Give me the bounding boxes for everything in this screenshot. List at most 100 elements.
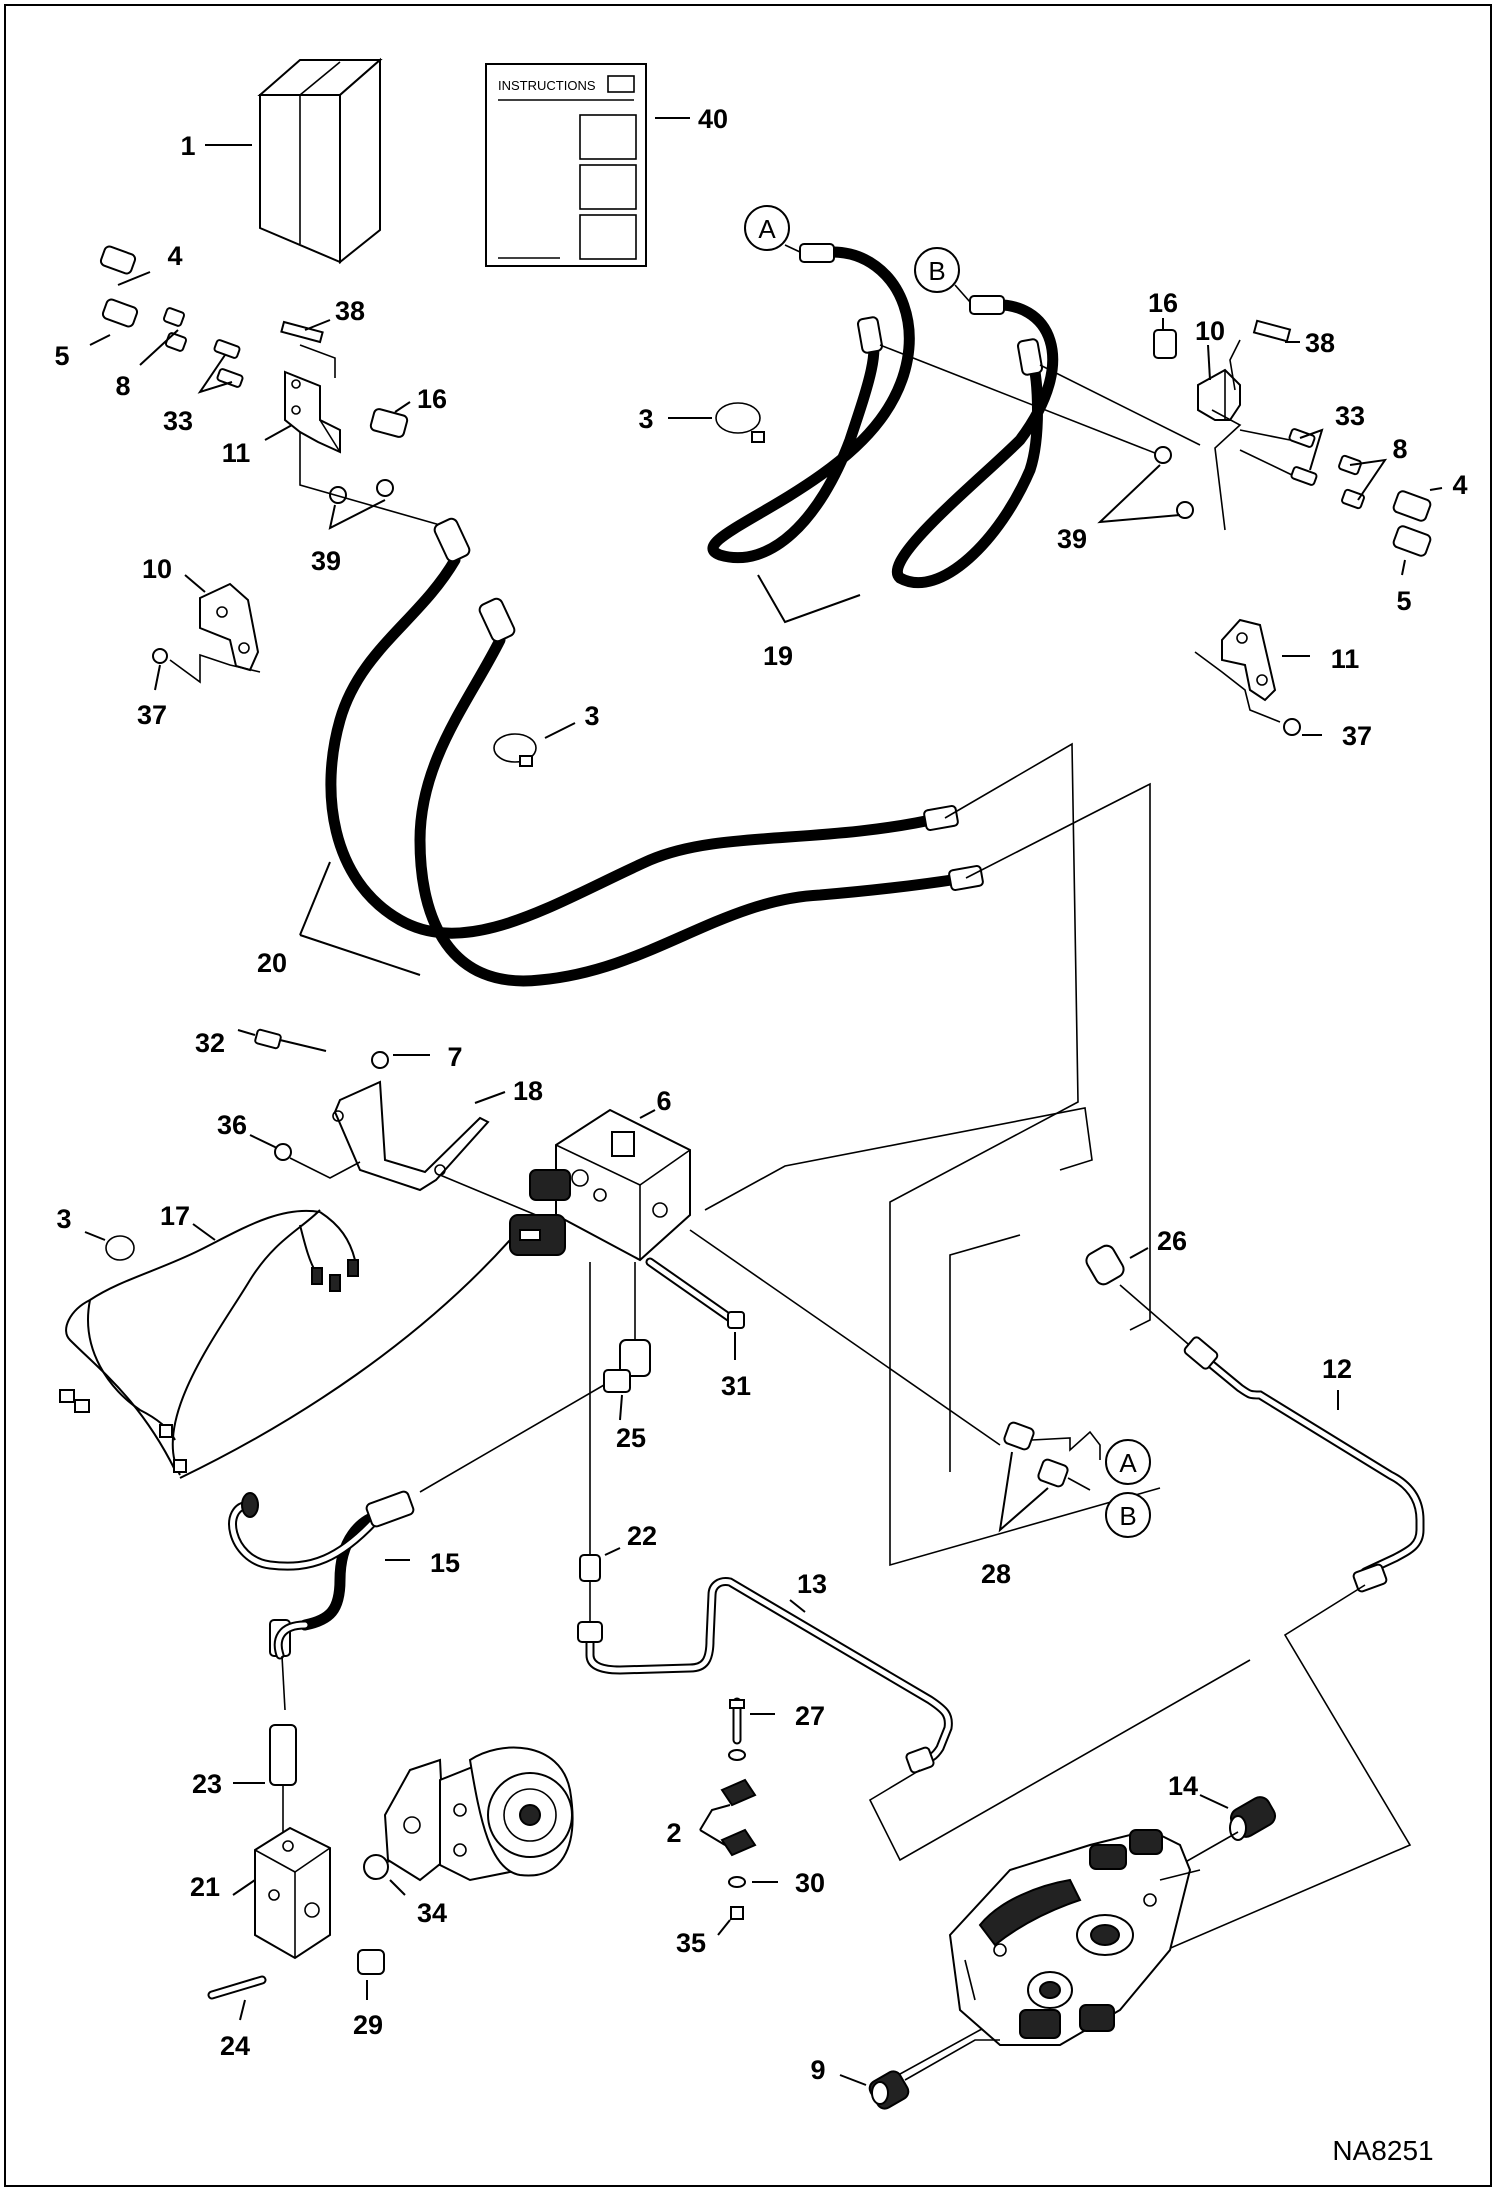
callout-28: 28 — [981, 1559, 1011, 1589]
callout-10-left: 10 — [142, 554, 172, 584]
callout-37-left: 37 — [137, 700, 167, 730]
callout-38-left: 38 — [335, 296, 365, 326]
callout-31: 31 — [721, 1371, 751, 1401]
fitting-22 — [579, 1554, 601, 1582]
hose-15-assembly — [228, 1490, 415, 1660]
clamp-2-top — [720, 1778, 757, 1807]
callout-line-21 — [232, 1879, 256, 1896]
callout-line-16-left — [394, 401, 411, 413]
mount-bracket-18 — [332, 1080, 490, 1192]
instructions-title: INSTRUCTIONS — [498, 78, 596, 93]
callout-2: 2 — [666, 1818, 681, 1848]
hose-line-a — [784, 244, 801, 253]
cable-tie-3-harness — [105, 1235, 135, 1261]
washer-30 — [728, 1876, 746, 1888]
callout-21: 21 — [190, 1872, 220, 1902]
callout-27: 27 — [795, 1701, 825, 1731]
fitting-path-right-b — [1239, 449, 1293, 476]
hydraulic-pump — [948, 1828, 1201, 2046]
valve-to-fittings-line — [689, 1229, 1001, 1446]
nut-39-right-b — [1176, 501, 1194, 519]
wire-harness-17 — [59, 1209, 511, 1479]
callout-line-18 — [474, 1091, 506, 1104]
bolt-37-right — [1283, 718, 1301, 736]
callout-line-20b — [299, 934, 421, 976]
elbow-fitting-25 — [603, 1339, 651, 1393]
callout-38-right: 38 — [1305, 328, 1335, 358]
callout-8-left: 8 — [115, 371, 130, 401]
callout-line-26 — [1129, 1247, 1149, 1259]
fitting-26 — [1085, 1244, 1125, 1286]
callout-line-6 — [639, 1109, 656, 1119]
nut-7 — [371, 1051, 389, 1069]
left-bracket — [284, 370, 341, 454]
callout-3-middle: 3 — [584, 701, 599, 731]
tube-13 — [577, 1577, 953, 1774]
callout-line-3-middle — [544, 722, 576, 739]
washer-27 — [728, 1749, 746, 1761]
callout-35: 35 — [676, 1928, 706, 1958]
callout-line-35 — [717, 1919, 731, 1936]
callout-33-left: 33 — [163, 406, 193, 436]
callout-line-37-left — [154, 664, 161, 691]
fitting-9-to-pump-line — [904, 2039, 1000, 2081]
fitting-28-to-a-line — [1031, 1430, 1101, 1460]
callout-line-34 — [389, 1879, 406, 1896]
bolt-path-37-right — [1194, 651, 1281, 723]
fitting-28-to-b-line — [1067, 1477, 1091, 1491]
callout-4-left: 4 — [167, 241, 182, 271]
hydraulic-motor — [383, 1746, 574, 1882]
bolt-path-37-left — [169, 653, 261, 684]
callout-18: 18 — [513, 1076, 543, 1106]
callout-line-17 — [192, 1223, 216, 1241]
tube-13-route — [868, 1659, 1251, 1862]
fitting-23 — [269, 1724, 297, 1786]
callout-line-39-right — [1097, 464, 1181, 524]
fitting-9 — [868, 2070, 910, 2110]
cable-tie-3-top — [715, 402, 765, 443]
callout-line-2a — [699, 1804, 731, 1831]
left-fittings — [99, 245, 244, 388]
bolt-shank-32 — [279, 1039, 327, 1052]
callout-line-28 — [998, 1451, 1049, 1533]
callout-line-8-left — [139, 329, 179, 366]
routing-line-d — [949, 1234, 1021, 1472]
valve-block-21 — [254, 1826, 331, 1960]
callout-line-32 — [237, 1029, 256, 1036]
callout-line-2b — [699, 1829, 726, 1846]
hose-19-assembly — [707, 243, 1059, 589]
callout-34: 34 — [417, 1898, 447, 1928]
spacer-16-right — [1153, 329, 1177, 359]
bracket-path-right — [1211, 409, 1242, 531]
nut-35 — [730, 1906, 744, 1920]
callout-19: 19 — [763, 641, 793, 671]
right-bracket-10 — [1197, 368, 1241, 421]
callout-13: 13 — [797, 1569, 827, 1599]
connector-a-top-label: A — [758, 214, 776, 244]
connector-a-top — [744, 205, 790, 251]
callout-line-22 — [604, 1547, 621, 1556]
hose-path-19a — [879, 344, 1161, 456]
valve-block-6 — [509, 1108, 691, 1262]
bolt-24-shank-inner — [209, 1977, 265, 1998]
callout-39-left: 39 — [311, 546, 341, 576]
connector-a-bottom — [1105, 1439, 1151, 1485]
callout-22: 22 — [627, 1521, 657, 1551]
connector-b-bottom — [1105, 1492, 1151, 1538]
callout-20: 20 — [257, 948, 287, 978]
connector-b-top — [914, 247, 960, 293]
hose-line-b — [954, 284, 971, 303]
callout-line-10-left — [184, 574, 206, 593]
fitting-26-to-tube-line — [1119, 1284, 1196, 1351]
callout-25: 25 — [616, 1423, 646, 1453]
callout-37-right: 37 — [1342, 721, 1372, 751]
bolt-31-head — [727, 1311, 745, 1329]
bolt-38-right — [1252, 319, 1292, 343]
callout-line-33-left — [197, 354, 233, 394]
callout-line-9 — [839, 2074, 867, 2086]
instructions-sheet: INSTRUCTIONS — [485, 63, 647, 267]
connector-a-bottom-label: A — [1119, 1448, 1137, 1478]
kit-box — [257, 57, 383, 265]
plug-29 — [357, 1949, 385, 1975]
